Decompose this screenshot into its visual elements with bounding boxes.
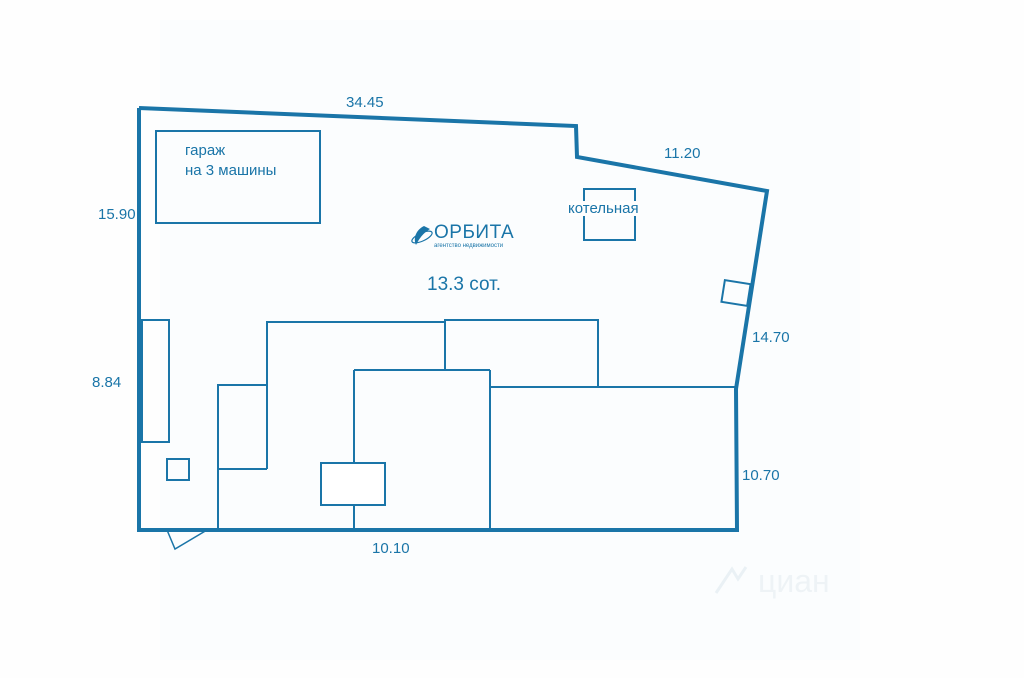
plot-boundary [137,106,770,532]
dimension-right-lower: 10.70 [742,467,780,484]
orbita-logo: ОРБИТА агентство недвижимости [410,223,530,255]
dimension-bottom: 10.10 [372,540,410,557]
gate-swing [166,529,208,551]
orbita-logo-icon [411,226,433,245]
dimension-left-lower: 8.84 [92,374,122,391]
watermark: циан [712,563,912,603]
dimension-top-right: 11.20 [664,145,701,162]
left-edge-structure [141,319,170,443]
right-edge-box [720,278,752,308]
dimension-left-upper: 15.90 [98,206,136,223]
plot-area-label: 13.3 сот. [427,274,501,295]
garage-label-line2: на 3 машины [185,162,277,179]
watermark-text: циан [758,563,830,599]
dimension-right-upper: 14.70 [752,329,790,346]
watermark-icon [714,566,748,594]
small-square [166,458,190,481]
garage-outline [155,130,321,224]
house-small-rect [320,462,386,506]
house-outline [217,319,599,530]
logo-subtitle: агентство недвижимости [434,243,504,249]
garage-label: гараж на 3 машины [185,141,276,181]
boiler-room-label: котельная [567,200,640,217]
dimension-top-left: 34.45 [346,94,384,111]
garage-label-line1: гараж [185,142,226,159]
logo-name: ОРБИТА [434,222,515,243]
